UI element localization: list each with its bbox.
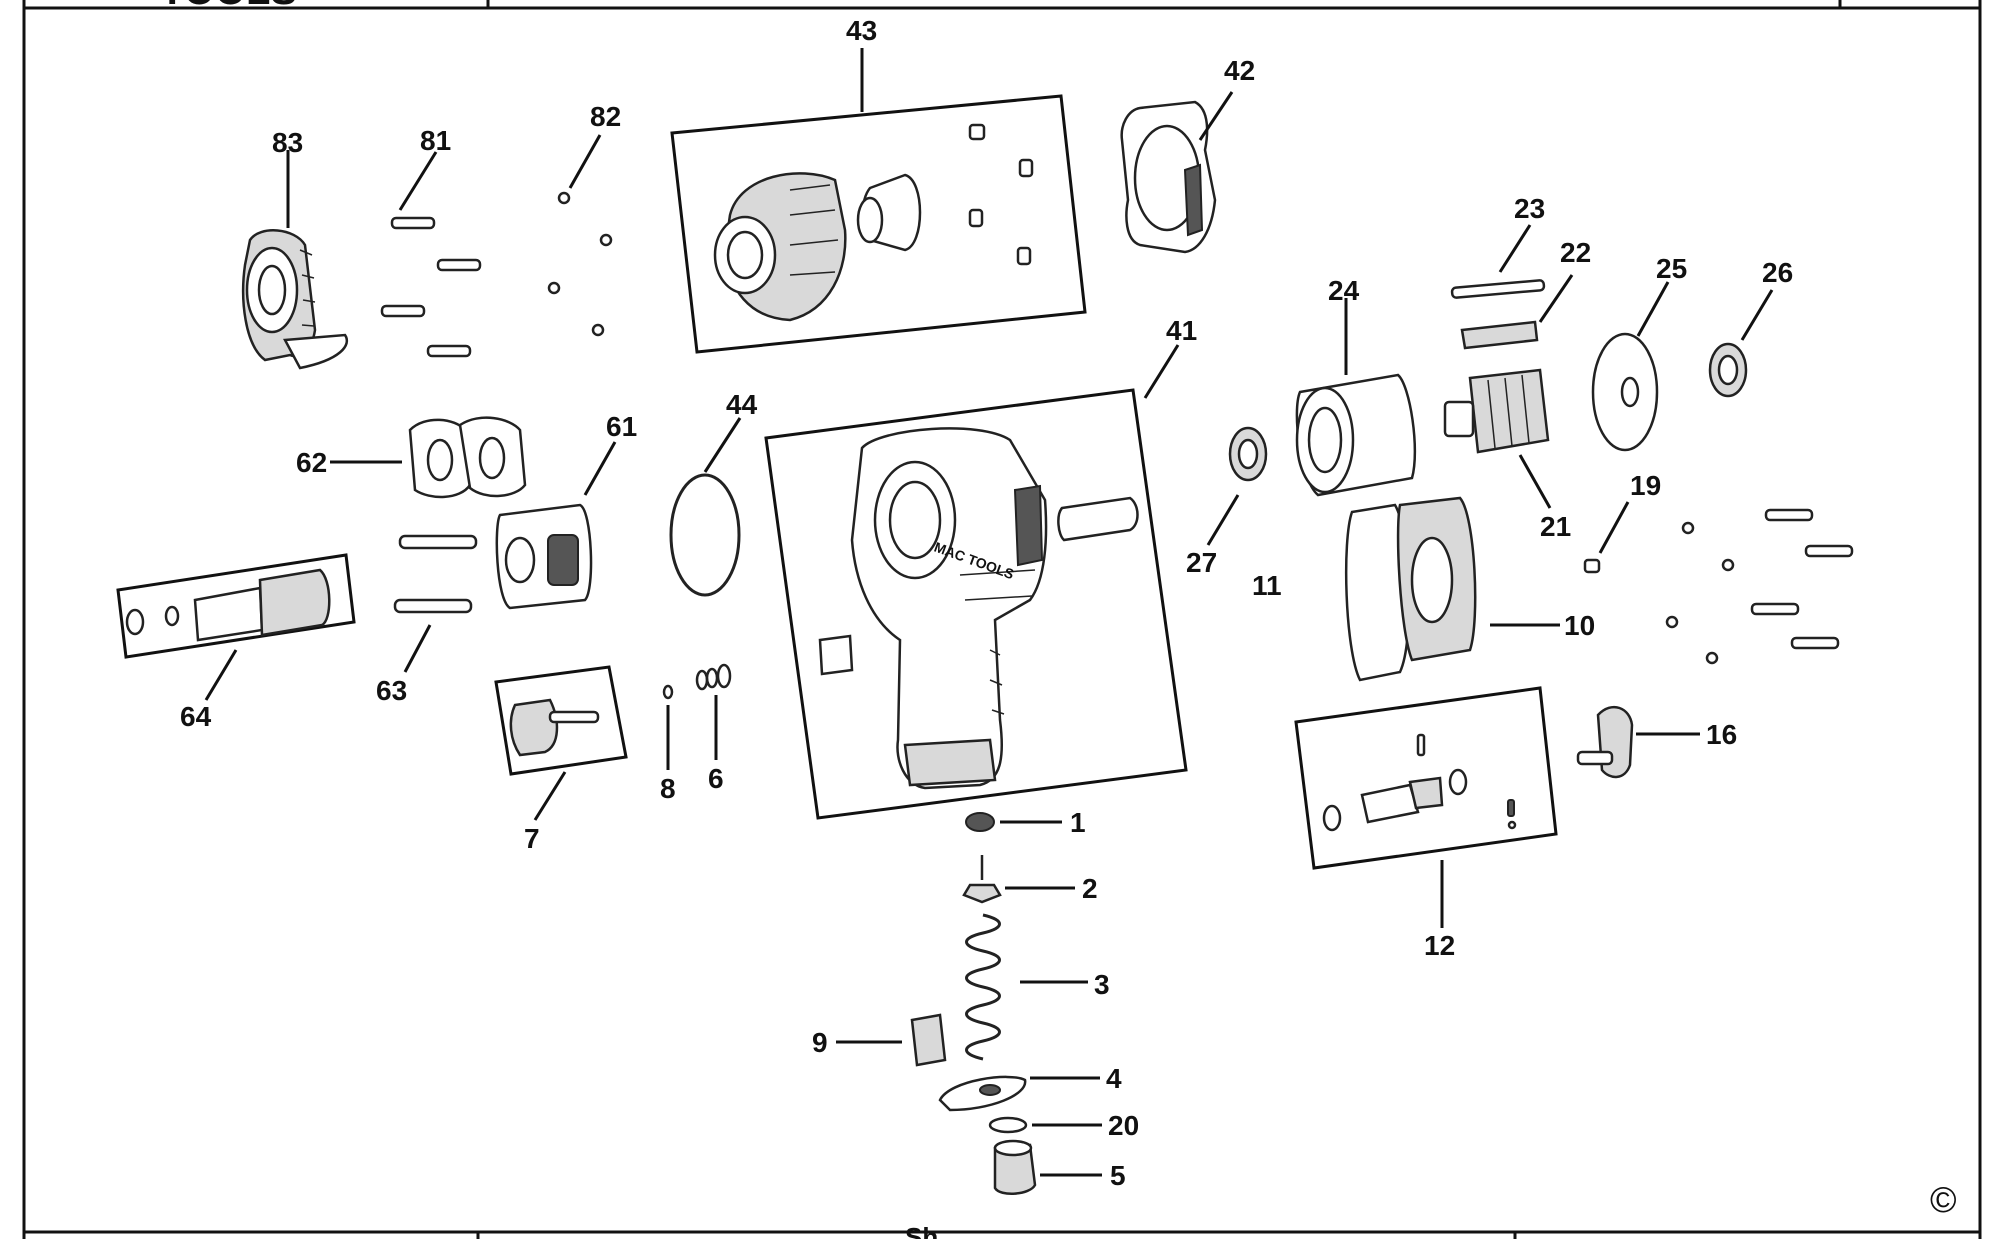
header-logo-fragment: TOOLS [160,0,297,13]
callout-5: 5 [1110,1160,1126,1191]
part-24-group: 24 [1295,275,1417,497]
callout-24: 24 [1328,275,1360,306]
callout-1: 1 [1070,807,1086,838]
callout-4: 4 [1106,1063,1122,1094]
part-42-group: 42 [1120,55,1255,254]
part-25-group: 25 [1591,253,1687,452]
part-23-22-group: 23 22 [1450,193,1591,350]
callout-43: 43 [846,15,877,46]
callout-42: 42 [1224,55,1255,86]
callout-25: 25 [1656,253,1687,284]
part-81-bolts: 81 [380,125,482,358]
callout-23: 23 [1514,193,1545,224]
callout-83: 83 [272,127,303,158]
callout-11: 11 [1252,570,1282,601]
part-12-group: 12 [1294,686,1558,961]
part-10-group: 10 [1344,496,1595,682]
part-41-group: MAC TOOLS 41 [764,315,1197,820]
callout-26: 26 [1762,257,1793,288]
callout-9: 9 [812,1027,828,1058]
callout-3: 3 [1094,969,1110,1000]
inlet-stack: 1 2 3 9 4 20 5 [812,807,1139,1195]
part-43-group: 43 [670,15,1087,354]
callout-63: 63 [376,675,407,706]
part-11-label: 11 [1252,570,1282,601]
callout-8: 8 [660,773,676,804]
callout-10: 10 [1564,610,1595,641]
part-64-group: 64 [116,553,356,732]
callout-44: 44 [726,389,758,420]
callout-12: 12 [1424,930,1455,961]
footer-fragment: Sh... [905,1222,960,1239]
part-8-6-group: 8 6 [660,663,732,804]
part-82-nuts: 82 [547,101,621,337]
copyright-symbol: © [1930,1179,1957,1220]
callout-64: 64 [180,701,212,732]
part-61-group: 61 [495,411,637,610]
callout-82: 82 [590,101,621,132]
callout-61: 61 [606,411,637,442]
part-63-pins: 63 [376,534,478,706]
callout-2: 2 [1082,873,1098,904]
drawing-frame: TOOLS Sh... © [22,0,1982,1239]
part-26-bearing: 26 [1708,257,1793,398]
part-62-group: 62 [296,416,527,499]
callout-27: 27 [1186,547,1217,578]
part-83-group: 83 [241,127,349,370]
callout-6: 6 [708,763,724,794]
part-19-fasteners: 19 [1583,470,1854,665]
part-16-group: 16 [1576,705,1737,779]
callout-19: 19 [1630,470,1661,501]
callout-81: 81 [420,125,451,156]
part-21-rotor: 21 [1443,368,1571,542]
callout-16: 16 [1706,719,1737,750]
part-27-bearing: 27 [1186,426,1268,578]
callout-21: 21 [1540,511,1571,542]
callout-62: 62 [296,447,327,478]
part-7-group: 7 [494,665,628,854]
callout-41: 41 [1166,315,1197,346]
part-44-group: 44 [669,389,758,597]
callout-7: 7 [524,823,540,854]
callout-20: 20 [1108,1110,1139,1141]
callout-22: 22 [1560,237,1591,268]
